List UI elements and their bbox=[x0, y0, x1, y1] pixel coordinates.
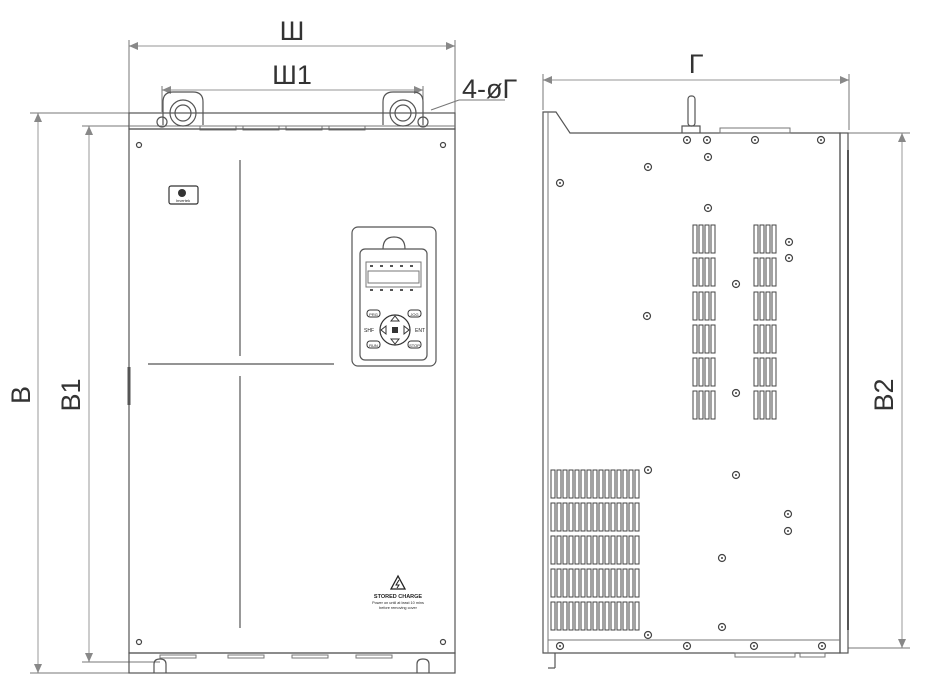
label-width: Ш bbox=[280, 16, 305, 46]
key-stop: STOP bbox=[409, 343, 420, 348]
lifting-eye-left bbox=[162, 91, 204, 127]
key-ent: ENT bbox=[415, 328, 425, 334]
front-view: Invertek PRG JOG SHF ENT bbox=[127, 91, 456, 674]
lifting-eye-right bbox=[382, 91, 424, 127]
key-shf: SHF bbox=[364, 328, 374, 334]
warning-title: STORED CHARGE bbox=[374, 594, 423, 600]
mount-hole-top-left bbox=[156, 116, 168, 128]
warning-label: STORED CHARGE Power on until at least 10… bbox=[372, 574, 424, 610]
warning-line2: before removing cover bbox=[379, 606, 418, 610]
label-height-mount: В1 bbox=[56, 378, 86, 411]
brand-logo: Invertek bbox=[168, 185, 199, 205]
side-eye-bolt bbox=[681, 95, 701, 133]
label-width-mount: Ш1 bbox=[272, 60, 312, 90]
label-holes: 4-øГ bbox=[462, 74, 518, 104]
key-prg: PRG bbox=[369, 312, 378, 317]
label-height: В bbox=[6, 386, 36, 404]
side-view bbox=[542, 95, 849, 669]
keypad-panel: PRG JOG SHF ENT RUN STOP bbox=[351, 226, 437, 367]
label-depth: Г bbox=[689, 49, 704, 79]
dimension-lines bbox=[30, 40, 910, 674]
key-jog: JOG bbox=[410, 312, 418, 317]
logo-text: Invertek bbox=[176, 198, 190, 203]
warning-line1: Power on until at least 10 mins bbox=[372, 601, 424, 605]
vent-grille-upper-right bbox=[753, 224, 777, 420]
vent-grille-upper-left bbox=[692, 224, 716, 420]
vent-grille-lower bbox=[550, 469, 640, 631]
label-height-side: В2 bbox=[869, 378, 899, 411]
key-run: RUN bbox=[369, 343, 378, 348]
side-bolts bbox=[555, 135, 827, 651]
